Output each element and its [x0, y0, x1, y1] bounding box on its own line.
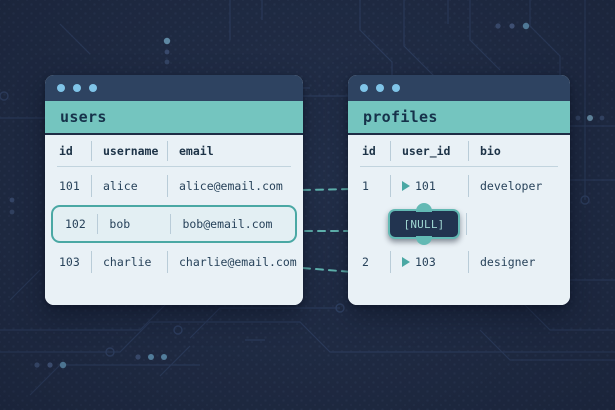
profiles-table-window: profiles id user_id bio 1 101 developer: [348, 75, 570, 305]
profiles-table-body: id user_id bio 1 101 developer [NULL]: [348, 135, 570, 305]
profiles-cell-user-id-value: 103: [415, 255, 436, 269]
link-arrow-icon: [402, 257, 410, 267]
null-badge-label: [NULL]: [403, 217, 445, 231]
window-dot-icon[interactable]: [360, 84, 368, 92]
profiles-cell-bio: [466, 205, 562, 243]
table-row-null[interactable]: [NULL]: [348, 205, 570, 243]
window-dot-icon[interactable]: [73, 84, 81, 92]
users-cell-username: charlie: [91, 243, 167, 281]
users-cell-email: alice@email.com: [167, 167, 297, 205]
link-arrow-icon: [402, 181, 410, 191]
users-column-header-row: id username email: [45, 135, 303, 167]
users-table-header: users: [45, 101, 303, 135]
profiles-table-title: profiles: [363, 108, 438, 126]
table-row[interactable]: 1 101 developer: [348, 167, 570, 205]
profiles-cell-id: 2: [362, 255, 369, 269]
table-row[interactable]: 101 alice alice@email.com: [45, 167, 303, 205]
users-table-title: users: [60, 108, 107, 126]
table-row[interactable]: 103 charlie charlie@email.com: [45, 243, 303, 281]
profiles-column-header-row: id user_id bio: [348, 135, 570, 167]
profiles-col-id: id: [362, 144, 376, 158]
users-cell-email: bob@email.com: [170, 207, 295, 241]
users-cell-username: bob: [97, 207, 170, 241]
users-cell-id: 103: [59, 255, 80, 269]
window-dot-icon[interactable]: [89, 84, 97, 92]
profiles-cell-id: [348, 205, 388, 243]
users-cell-email: charlie@email.com: [167, 243, 297, 281]
window-dot-icon[interactable]: [57, 84, 65, 92]
users-col-email: email: [167, 135, 297, 167]
profiles-cell-user-id-value: 101: [415, 179, 436, 193]
users-cell-id: 101: [59, 179, 80, 193]
users-col-username: username: [91, 135, 167, 167]
users-cell-username: alice: [91, 167, 167, 205]
profiles-col-user-id: user_id: [390, 135, 468, 167]
profiles-cell-user-id: 103: [390, 243, 468, 281]
table-row[interactable]: 2 103 designer: [348, 243, 570, 281]
profiles-cell-user-id: 101: [390, 167, 468, 205]
profiles-col-bio: bio: [468, 135, 564, 167]
users-window-titlebar: [45, 75, 303, 101]
profiles-window-titlebar: [348, 75, 570, 101]
window-dot-icon[interactable]: [376, 84, 384, 92]
null-badge-wrapper: [NULL]: [388, 209, 460, 239]
null-value-badge: [NULL]: [388, 209, 460, 239]
profiles-table-header: profiles: [348, 101, 570, 135]
users-cell-id: 102: [65, 217, 86, 231]
users-table-window: users id username email 101 alice alice@…: [45, 75, 303, 305]
users-col-id: id: [59, 144, 73, 158]
profiles-cell-bio: developer: [468, 167, 564, 205]
profiles-cell-bio: designer: [468, 243, 564, 281]
profiles-cell-id: 1: [362, 179, 369, 193]
table-row-highlighted[interactable]: 102 bob bob@email.com: [51, 205, 297, 243]
window-dot-icon[interactable]: [392, 84, 400, 92]
users-table-body: id username email 101 alice alice@email.…: [45, 135, 303, 305]
